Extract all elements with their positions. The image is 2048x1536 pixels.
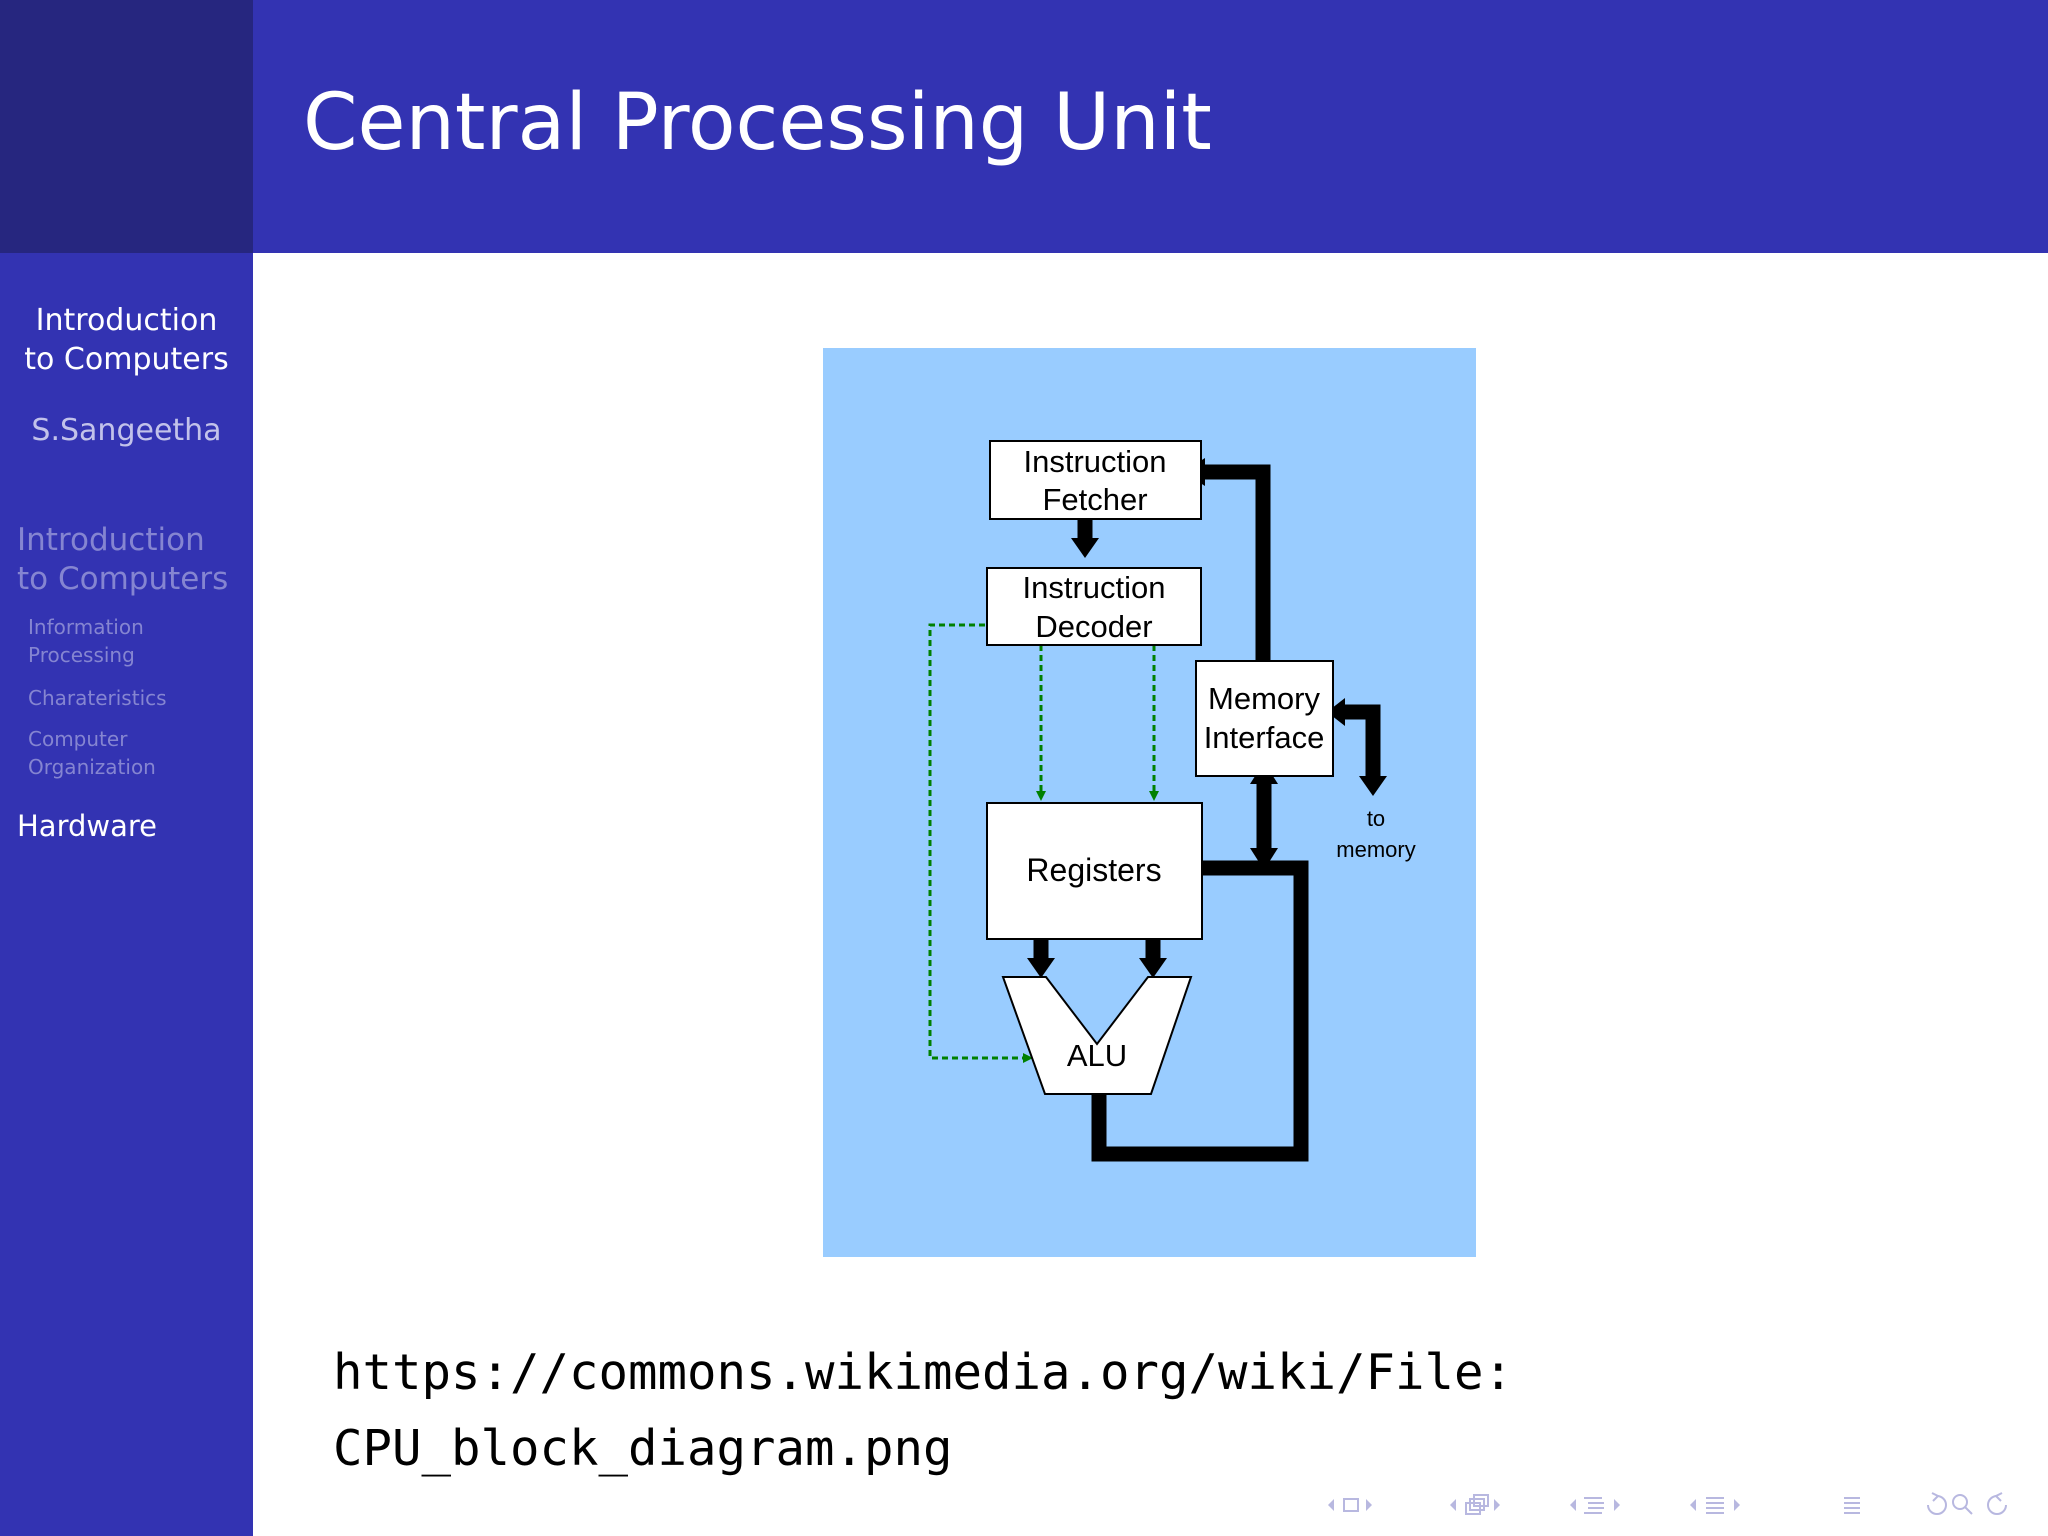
decoder-label-line2: Decoder — [1035, 609, 1152, 644]
header-bar: Central Processing Unit — [253, 0, 2048, 253]
nav-prev-subsection-icon[interactable] — [1570, 1499, 1576, 1511]
alu-label: ALU — [1067, 1038, 1127, 1073]
sidebar-section-hardware[interactable]: Hardware — [17, 809, 158, 843]
sidebar-subsection-charateristics[interactable]: Charateristics — [28, 684, 167, 712]
control-lines — [928, 623, 1159, 1063]
memory-interface-block: Memory Interface — [1195, 660, 1334, 777]
sidebar-author[interactable]: S.Sangeetha — [31, 413, 222, 448]
nav-search-icon[interactable] — [1952, 1494, 1973, 1515]
registers-label: Registers — [1026, 852, 1161, 888]
memory-external-left-arrowhead — [1327, 698, 1345, 726]
sidebar-subsection-label-line2: Organization — [28, 755, 156, 779]
alu-to-registers-line — [1091, 860, 1309, 1162]
memory-external-down-arrowhead — [1359, 776, 1387, 796]
source-url-line2: CPU_block_diagram.png — [333, 1420, 953, 1477]
sidebar-subsection-label-line1: Computer — [28, 727, 128, 751]
memory-to-fetcher-line — [1205, 464, 1271, 660]
nav-next-subsection-icon[interactable] — [1614, 1499, 1620, 1511]
memory-label-line1: Memory — [1208, 681, 1320, 716]
nav-prev-section-icon[interactable] — [1690, 1499, 1696, 1511]
memory-label-line2: Interface — [1204, 720, 1325, 755]
fetcher-to-decoder-arrowhead — [1071, 538, 1099, 558]
sidebar-subsection-label-line1: Information — [28, 615, 144, 639]
source-url-line1: https://commons.wikimedia.org/wiki/File: — [333, 1344, 1514, 1401]
to-memory-label-line1: to — [1367, 806, 1385, 831]
sidebar-subsection-information-processing[interactable]: Information Processing — [28, 613, 144, 669]
sidebar-section-introduction[interactable]: Introduction to Computers — [17, 521, 228, 599]
sidebar-section-label-line2: to Computers — [17, 561, 229, 597]
nav-next-section-icon[interactable] — [1734, 1499, 1740, 1511]
sidebar-subsection-label-line2: Processing — [28, 643, 135, 667]
fetcher-label-line1: Instruction — [1023, 444, 1166, 479]
nav-forward-icon[interactable] — [1987, 1492, 2007, 1515]
sidebar-presentation-title[interactable]: Introduction to Computers — [0, 301, 253, 379]
nav-document-icon[interactable] — [1844, 1497, 1860, 1514]
fetcher-label-line2: Fetcher — [1042, 482, 1147, 517]
slide-title: Central Processing Unit — [303, 78, 1212, 168]
to-memory-label-line2: memory — [1336, 837, 1415, 862]
memory-external-line — [1343, 704, 1381, 780]
nav-prev-frame-icon[interactable] — [1328, 1499, 1334, 1511]
registers-block: Registers — [986, 802, 1203, 940]
nav-back-icon[interactable] — [1927, 1492, 1947, 1515]
header-left-block — [0, 0, 253, 253]
alu-block: ALU — [1001, 976, 1193, 1095]
sidebar-subsection-label-line1: Charateristics — [28, 686, 167, 710]
nav-next-slide-icon[interactable] — [1494, 1499, 1500, 1511]
sidebar-title-line2: to Computers — [24, 342, 229, 377]
sidebar-section-label-line1: Introduction — [17, 522, 205, 558]
sidebar: Introduction to Computers S.Sangeetha In… — [0, 253, 253, 1536]
beamer-navigation-bar — [1328, 1492, 2007, 1515]
registers-to-alu-left-arrowhead — [1027, 958, 1055, 978]
decoder-label-line1: Instruction — [1022, 570, 1165, 605]
nav-prev-slide-icon[interactable] — [1450, 1499, 1456, 1511]
nav-slide-icon[interactable] — [1465, 1494, 1489, 1515]
nav-next-frame-icon[interactable] — [1366, 1499, 1372, 1511]
cpu-block-diagram: Instruction Fetcher Instruction Decoder … — [823, 348, 1476, 1257]
memory-bus-down-arrowhead — [1250, 848, 1278, 870]
nav-subsection-icon[interactable] — [1584, 1497, 1604, 1514]
sidebar-title-line1: Introduction — [35, 303, 218, 338]
instruction-fetcher-block: Instruction Fetcher — [989, 440, 1202, 520]
data-lines — [1033, 464, 1381, 1162]
nav-section-icon[interactable] — [1706, 1497, 1724, 1514]
registers-to-alu-right-arrowhead — [1139, 958, 1167, 978]
nav-frame-icon[interactable] — [1343, 1498, 1359, 1512]
sidebar-subsection-computer-organization[interactable]: Computer Organization — [28, 725, 156, 781]
instruction-decoder-block: Instruction Decoder — [986, 567, 1202, 646]
decoder-to-alu-control-line — [928, 623, 1033, 1063]
source-url[interactable]: https://commons.wikimedia.org/wiki/File:… — [333, 1335, 1513, 1487]
